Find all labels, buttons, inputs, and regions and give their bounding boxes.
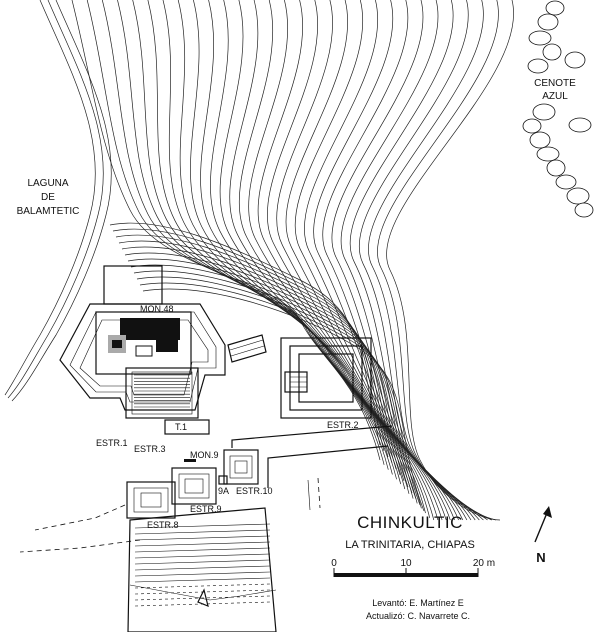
contour-line: [267, 0, 447, 521]
contour-line: [132, 0, 397, 480]
contour-line: [285, 0, 455, 521]
hatch-line: [134, 523, 271, 529]
mon9-label: MON.9: [190, 450, 219, 460]
scale-tick-10: 10: [400, 558, 412, 569]
plaza-outlines: [19, 425, 393, 553]
contour-line: [109, 222, 381, 446]
lower-terrace: [127, 507, 277, 632]
cenote-rock: [527, 58, 549, 74]
contour-line: [142, 288, 425, 512]
contour-line: [127, 258, 405, 482]
cenote-rock: [555, 174, 577, 190]
contour-line: [130, 264, 409, 488]
hatch-line: [134, 535, 271, 541]
cenote-label-1: CENOTE: [534, 78, 576, 89]
site-title: CHINKULTIC: [357, 513, 463, 532]
hatch-line: [134, 577, 271, 583]
contour-line: [303, 0, 464, 521]
hatch-line: [134, 571, 271, 577]
contour-line: [248, 0, 439, 521]
cenote-rock: [574, 202, 594, 218]
site-region: LA TRINITARIA, CHIAPAS: [345, 539, 475, 551]
contour-line: [112, 228, 385, 452]
estr10-label: ESTR.10: [236, 486, 273, 496]
title-block: CHINKULTIC LA TRINITARIA, CHIAPAS: [345, 513, 475, 551]
contour-line: [377, 0, 499, 521]
contour-line: [124, 252, 401, 476]
hatch-line: [134, 553, 271, 559]
estr1-complex: [59, 265, 267, 435]
cenote-rock: [522, 118, 542, 134]
cenote-rock: [568, 117, 592, 133]
contour-line: [118, 240, 393, 464]
estr2-structure: [280, 337, 372, 419]
small-structures: [126, 449, 259, 519]
hatch-line: [134, 595, 271, 601]
hatch-line: [134, 583, 271, 589]
contour-line: [368, 0, 492, 521]
hatch-line: [134, 547, 271, 553]
cenote-rock: [528, 30, 552, 46]
cenote-rock: [532, 103, 556, 121]
t1-label: T.1: [175, 422, 187, 432]
contour-line: [136, 276, 417, 500]
laguna-label-3: BALAMTETIC: [17, 206, 80, 217]
estr3-stairs: [134, 374, 190, 411]
scale-tick-20: 20 m: [473, 558, 495, 569]
estr8-label: ESTR.8: [147, 520, 179, 530]
cenote-rock: [545, 0, 565, 16]
contour-line: [133, 270, 413, 494]
contour-line: [358, 0, 488, 521]
cenote-rock: [529, 131, 551, 149]
contour-lines: [71, 0, 514, 521]
hatch-line: [134, 541, 271, 547]
estr3-label: ESTR.3: [134, 444, 166, 454]
cenote-rock: [537, 13, 559, 31]
lagoon-shoreline: [4, 0, 112, 402]
cenote-rock: [566, 187, 590, 205]
credits: Levantó: E. Martínez E Actualizó: C. Nav…: [366, 598, 470, 621]
cenote-rocks: [522, 0, 594, 218]
contour-line: [386, 0, 514, 521]
cenote-rock: [536, 146, 560, 162]
contour-line: [238, 0, 435, 521]
cenote-label-2: AZUL: [542, 91, 568, 102]
credit-updated: Actualizó: C. Navarrete C.: [366, 611, 470, 621]
estr1-label: ESTR.1: [96, 438, 128, 448]
cenote-rock: [542, 43, 562, 61]
estr9-label: ESTR.9: [190, 504, 222, 514]
credit-surveyed: Levantó: E. Martínez E: [372, 598, 464, 608]
estr2-label: ESTR.2: [327, 420, 359, 430]
laguna-label-1: LAGUNA: [27, 178, 68, 189]
north-label: N: [536, 550, 545, 565]
scale-bar: 0 10 20 m: [331, 558, 495, 577]
contour-line: [121, 246, 397, 470]
map-labels: LAGUNA DE BALAMTETIC CENOTE AZUL MON.48 …: [17, 78, 577, 530]
contour-line: [139, 282, 421, 506]
contour-line: [276, 0, 451, 521]
contour-line: [294, 0, 459, 521]
estr9a-label: 9A: [218, 486, 229, 496]
hatch-line: [134, 529, 271, 535]
contour-line: [115, 234, 389, 458]
laguna-label-2: DE: [41, 192, 55, 203]
mon48-label: MON.48: [140, 304, 174, 314]
hatch-line: [134, 565, 271, 571]
hatch-line: [134, 559, 271, 565]
north-arrow-icon: N: [534, 506, 552, 565]
cenote-rock: [546, 159, 566, 177]
cenote-rock: [564, 51, 586, 69]
scale-tick-0: 0: [331, 558, 337, 569]
